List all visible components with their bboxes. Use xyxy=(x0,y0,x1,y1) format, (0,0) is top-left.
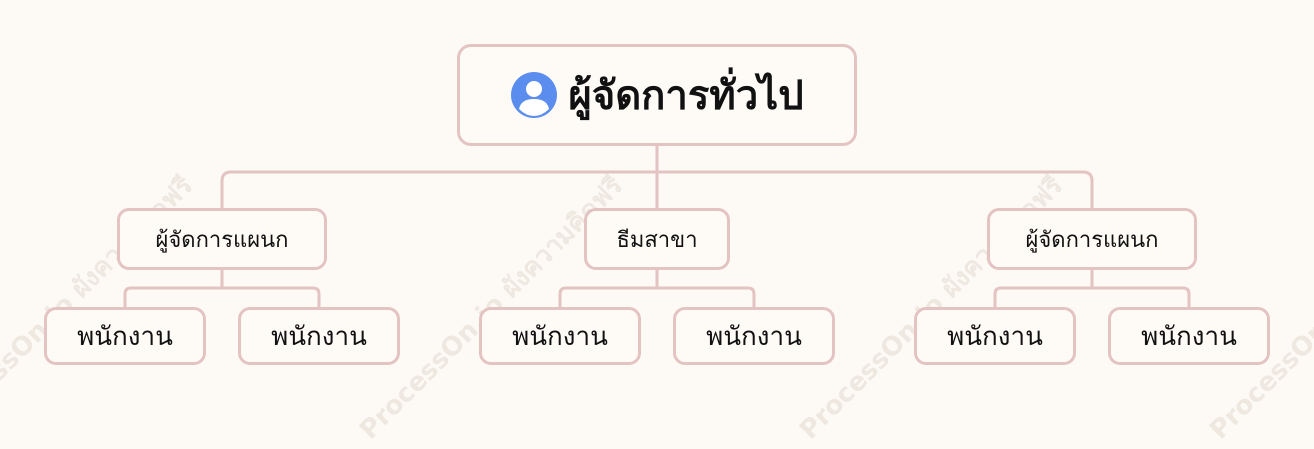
connector-bus-top xyxy=(220,170,1094,208)
branch-node-label: ผู้จัดการแผนก xyxy=(155,227,289,253)
leaf-node[interactable]: พนักงาน xyxy=(673,307,835,365)
leaf-node-label: พนักงาน xyxy=(1141,321,1237,352)
branch-node-3[interactable]: ผู้จัดการแผนก xyxy=(987,208,1197,270)
branch-node-2[interactable]: ธีมสาขา xyxy=(584,208,730,270)
leaf-node-label: พนักงาน xyxy=(706,321,802,352)
leaf-node[interactable]: พนักงาน xyxy=(479,307,641,365)
connector-bus-branch-2 xyxy=(558,286,756,308)
branch-node-1[interactable]: ผู้จัดการแผนก xyxy=(117,208,327,270)
root-node-label: ผู้จัดการทั่วไป xyxy=(568,73,804,119)
connector-bus-branch-1 xyxy=(123,286,321,308)
branch-node-label: ผู้จัดการแผนก xyxy=(1025,227,1159,253)
leaf-node[interactable]: พนักงาน xyxy=(238,307,400,365)
user-avatar-icon xyxy=(511,72,558,118)
leaf-node[interactable]: พนักงาน xyxy=(1108,307,1270,365)
connector-bus-branch-3 xyxy=(993,286,1191,308)
connector-lines xyxy=(123,146,1191,308)
leaf-node[interactable]: พนักงาน xyxy=(44,307,206,365)
leaf-node-label: พนักงาน xyxy=(947,321,1043,352)
leaf-node-label: พนักงาน xyxy=(271,321,367,352)
leaf-node[interactable]: พนักงาน xyxy=(914,307,1076,365)
branch-node-label: ธีมสาขา xyxy=(616,227,698,253)
root-node[interactable]: ผู้จัดการทั่วไป xyxy=(457,44,857,146)
leaf-node-label: พนักงาน xyxy=(512,321,608,352)
leaf-node-label: พนักงาน xyxy=(77,321,173,352)
org-chart-canvas: ProcessOn.io ผังความคิดฟรี ProcessOn.io … xyxy=(0,44,1314,445)
